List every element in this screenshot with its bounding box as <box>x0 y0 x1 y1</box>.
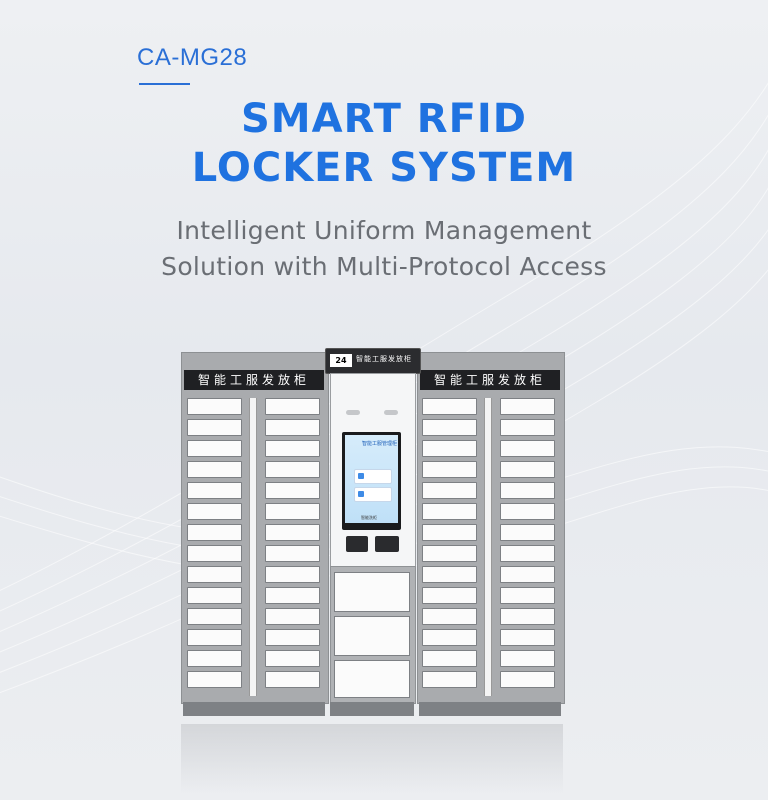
locker-door <box>265 440 320 457</box>
locker-door <box>422 398 477 415</box>
locker-door <box>187 398 242 415</box>
24hour-badge: 24 <box>330 354 352 367</box>
locker-door <box>422 650 477 667</box>
screen-title: 智能工服管理柜 <box>362 441 398 447</box>
locker-door <box>265 566 320 583</box>
locker-door <box>422 566 477 583</box>
screen-display: 智能工服管理柜 智能洗柜 <box>345 435 398 523</box>
locker-door <box>187 419 242 436</box>
locker-door <box>265 608 320 625</box>
locker-door <box>187 482 242 499</box>
right-divider <box>484 398 492 696</box>
screen-footer: 智能洗柜 <box>361 515 377 520</box>
speaker-right <box>384 410 398 415</box>
left-column-b <box>265 398 320 688</box>
kiosk-door-3 <box>334 660 410 698</box>
kiosk-door-2 <box>334 616 410 656</box>
locker-door <box>422 545 477 562</box>
base-feet-center <box>330 702 414 716</box>
locker-door <box>265 461 320 478</box>
right-cabinet-header: 智能工服发放柜 <box>420 370 560 390</box>
locker-door <box>265 650 320 667</box>
locker-door <box>187 629 242 646</box>
locker-door <box>265 629 320 646</box>
locker-door <box>265 545 320 562</box>
model-number: CA-MG28 <box>137 44 248 71</box>
left-column-a <box>187 398 242 688</box>
locker-door <box>265 482 320 499</box>
locker-door <box>265 587 320 604</box>
title-line-1: SMART RFID <box>241 96 527 142</box>
locker-door <box>187 587 242 604</box>
locker-door <box>500 440 555 457</box>
locker-door <box>500 650 555 667</box>
locker-door <box>265 524 320 541</box>
locker-door <box>187 545 242 562</box>
model-underline <box>139 83 190 85</box>
locker-door <box>500 419 555 436</box>
locker-door <box>500 524 555 541</box>
locker-door <box>422 587 477 604</box>
touch-screen: 智能工服管理柜 智能洗柜 <box>342 432 401 530</box>
left-divider <box>249 398 257 696</box>
locker-door <box>422 671 477 688</box>
screen-button-2 <box>354 487 392 502</box>
card-reader <box>346 536 368 552</box>
kiosk-label: 智能工服发放柜 <box>356 355 412 363</box>
locker-door <box>265 671 320 688</box>
subtitle-line-2: Solution with Multi-Protocol Access <box>161 252 607 281</box>
locker-door <box>422 629 477 646</box>
locker-door <box>422 461 477 478</box>
locker-door <box>500 482 555 499</box>
subtitle-line-1: Intelligent Uniform Management <box>176 216 592 245</box>
locker-door <box>500 545 555 562</box>
locker-door <box>500 629 555 646</box>
locker-door <box>187 608 242 625</box>
kiosk-door-1 <box>334 572 410 612</box>
scanner <box>375 536 399 552</box>
locker-door <box>187 671 242 688</box>
floor-reflection <box>181 724 563 794</box>
right-column-a <box>422 398 477 688</box>
locker-door <box>187 440 242 457</box>
locker-door <box>187 650 242 667</box>
locker-door <box>500 398 555 415</box>
left-cabinet-header: 智能工服发放柜 <box>184 370 324 390</box>
locker-door <box>187 566 242 583</box>
screen-button-1 <box>354 469 392 484</box>
locker-door <box>265 503 320 520</box>
locker-door <box>422 524 477 541</box>
right-column-b <box>500 398 555 688</box>
locker-door <box>422 482 477 499</box>
locker-door <box>422 503 477 520</box>
locker-door <box>500 461 555 478</box>
base-feet-left <box>183 702 325 716</box>
speaker-left <box>346 410 360 415</box>
locker-door <box>265 398 320 415</box>
locker-door <box>500 566 555 583</box>
locker-door <box>422 608 477 625</box>
locker-door <box>422 440 477 457</box>
kiosk-top-sign: 24 智能工服发放柜 <box>325 348 421 374</box>
locker-door <box>265 419 320 436</box>
base-feet-right <box>419 702 561 716</box>
locker-door <box>500 503 555 520</box>
locker-door <box>500 671 555 688</box>
locker-door <box>187 461 242 478</box>
locker-door <box>187 503 242 520</box>
locker-door <box>500 587 555 604</box>
locker-door <box>500 608 555 625</box>
title-line-2: LOCKER SYSTEM <box>191 145 577 191</box>
locker-door <box>422 419 477 436</box>
locker-door <box>187 524 242 541</box>
